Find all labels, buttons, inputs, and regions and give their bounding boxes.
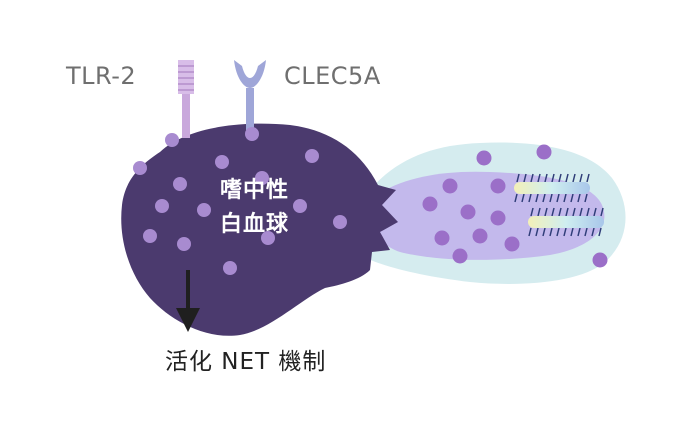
tlr2-receptor [178,60,194,138]
net-particle [452,248,468,264]
granule [143,229,157,243]
clec5a-receptor [234,60,266,130]
cell-label-line1: 嗜中性 [220,178,290,203]
granule-group [133,127,347,275]
granule [165,133,179,147]
granule [133,161,147,175]
granule [255,171,269,185]
bacterium-icon [528,207,604,237]
granule [173,177,187,191]
granule [261,231,275,245]
bacterium-icon [514,173,590,203]
net-particle [434,230,450,246]
net-particle [472,228,488,244]
granule [293,199,307,213]
net-particle [504,236,520,252]
granule [333,215,347,229]
granule [245,127,259,141]
net-particle [490,210,506,226]
net-particle-group [422,144,608,268]
net-particle [422,196,438,212]
neutrophil-cell [121,123,399,336]
cell-label-line2: 白血球 [220,212,290,237]
net-particle [536,144,552,160]
result-label: 活化 NET 機制 [165,349,327,375]
granule [155,199,169,213]
net-particle [460,204,476,220]
granule [305,149,319,163]
net-particle [490,178,506,194]
net-particle [476,150,492,166]
granule [177,237,191,251]
granule [197,203,211,217]
clec5a-label: CLEC5A [284,62,381,90]
tlr2-label: TLR-2 [66,62,137,90]
granule [223,261,237,275]
down-arrow-icon [176,270,200,332]
granule [215,155,229,169]
net-particle [442,178,458,194]
net-particle [592,252,608,268]
